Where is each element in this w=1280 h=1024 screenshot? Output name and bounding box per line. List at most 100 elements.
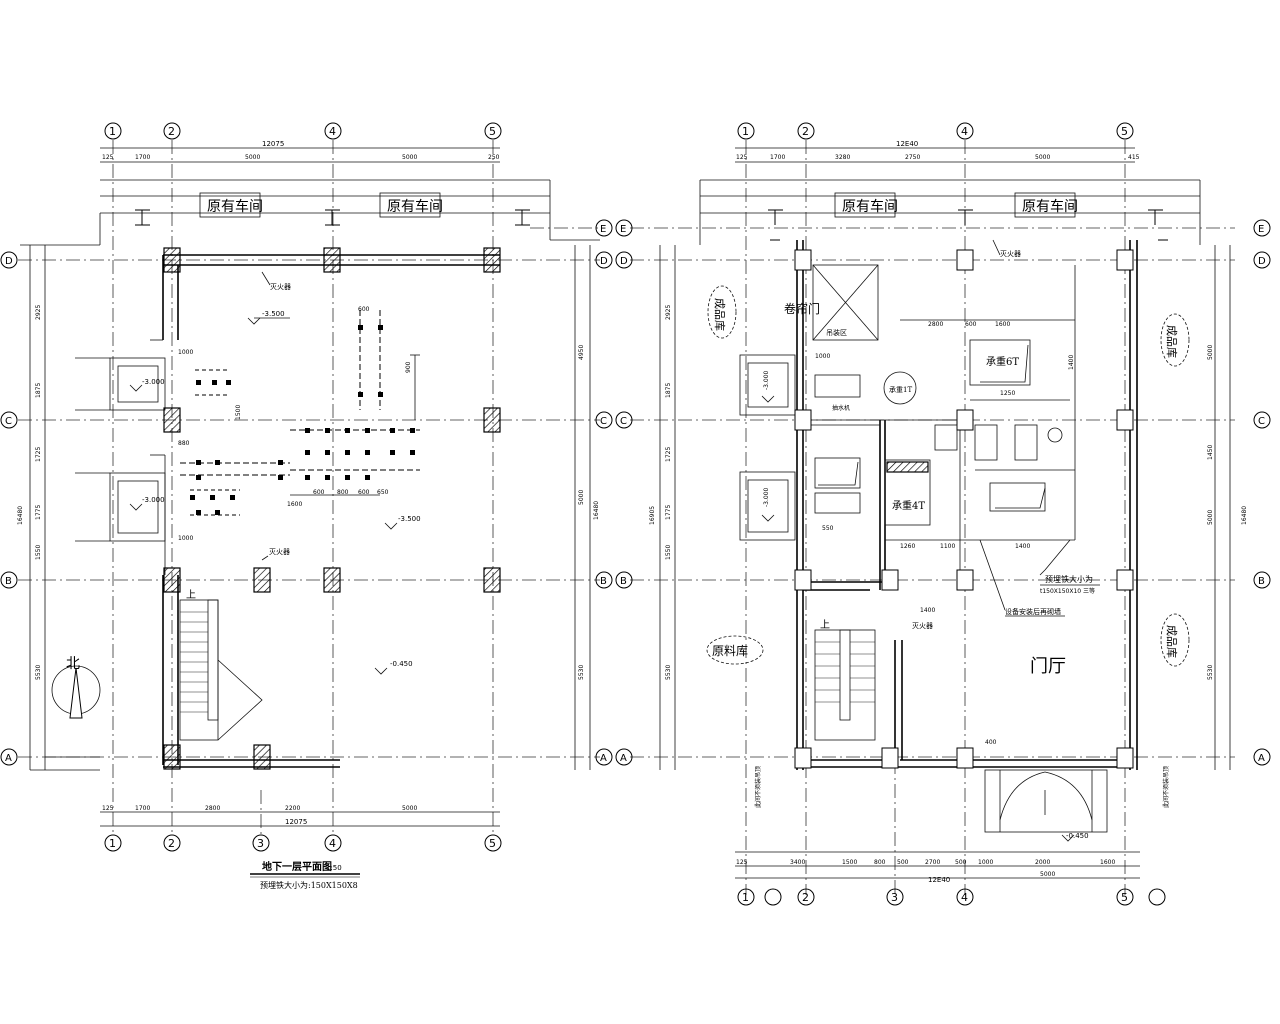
left-axis-E-right: E (600, 224, 606, 235)
right-dim-bot-1: 125 (736, 859, 748, 866)
left-dim-bot-4: 2200 (285, 805, 300, 812)
right-side-dim-3: 1725 (665, 447, 672, 462)
right-side-dim-2: 1875 (665, 383, 672, 398)
right-walls (659, 240, 1231, 770)
right-axis-top-5: 5 (1121, 125, 1128, 138)
left-bottom-dimensions: 125 1700 2800 2200 5000 12075 (100, 805, 500, 827)
right-inner-dim-8: 1400 (1015, 543, 1030, 550)
left-found-dim-1000b: 1000 (178, 535, 193, 542)
left-axis-A-left: A (5, 753, 12, 764)
left-grid-bubbles-bottom: 1 2 3 4 5 (104, 834, 502, 852)
right-fire-extinguisher-2: 灭火器 (912, 622, 933, 630)
left-axis-bot-3: 3 (257, 837, 264, 850)
right-axis-bot-1: 1 (742, 891, 749, 904)
right-inner-dim-1: 2800 (928, 321, 943, 328)
left-title: 地下一层平面图 (262, 860, 332, 873)
right-pit-levels: -3.000 -3.000 (761, 370, 775, 522)
right-overall-dim-bottom: 12E40 (928, 876, 950, 884)
left-level-2: -3.000 (142, 378, 165, 386)
left-dim-top-2: 1700 (135, 154, 150, 161)
left-stair: 上 (179, 589, 263, 741)
right-level: -0.450 (1066, 832, 1089, 840)
right-notes: 灭火器 灭火器 预埋铁大小为 t150X150X10 三等 设备安装后再砌墙 此… (754, 239, 1170, 808)
left-dim-top-4: 5000 (402, 154, 417, 161)
product-store-bottom-label: 成品库 (1165, 625, 1178, 658)
right-inner-dim-12: 1400 (1068, 355, 1075, 370)
left-level-4: -3.500 (398, 515, 421, 523)
left-equipment-foundations: 1600 600 800 600 650 1000 880 1000 600 9… (178, 306, 420, 542)
left-side-dims: 4950 5000 5530 16480 2925 1875 1725 1775… (17, 305, 600, 680)
right-grid-bubbles-top: 1 2 4 5 (737, 122, 1134, 140)
right-axis-A-left: A (620, 753, 627, 764)
right-axis-bot-blank-1 (764, 888, 782, 906)
right-inner-dim-7: 1100 (940, 543, 955, 550)
right-overall-dim-top: 12E40 (896, 140, 918, 148)
right-axis-C-right: C (1258, 416, 1265, 427)
right-side-dim-6: 5530 (665, 665, 672, 680)
right-inner-dim-2: 600 (965, 321, 977, 328)
left-dim-bot-3: 2800 (205, 805, 220, 812)
left-found-dim-1000a: 1000 (178, 349, 193, 356)
right-inner-dim-3: 1600 (995, 321, 1010, 328)
product-store-right-label: 成品库 (1165, 325, 1178, 358)
left-grid-bubbles-sides: D C B A E D C B A (0, 219, 613, 766)
right-axis-bot-blank-2 (1148, 888, 1166, 906)
left-found-dim-1600: 1600 (287, 501, 302, 508)
product-store-top-label: 成品库 (713, 298, 726, 331)
left-top-dimensions (20, 147, 600, 246)
equip-1t-label: 承重1T (889, 385, 912, 394)
left-axis-bot-4: 4 (329, 837, 336, 850)
right-dim-bot-3: 1500 (842, 859, 857, 866)
left-dim-bot-5: 5000 (402, 805, 417, 812)
right-axis-B-right: B (1258, 576, 1265, 587)
right-axis-E-right: E (1258, 224, 1264, 235)
right-side-dim-4: 1775 (665, 505, 672, 520)
right-side-dim-7: 16905 (649, 506, 656, 525)
left-dim-top-5: 250 (488, 154, 500, 161)
left-found-dim-600c: 600 (358, 306, 370, 313)
right-room-labels: 卷帘门 吊装区 原料库 成品库 成品库 成品库 门厅 (706, 285, 1190, 677)
right-axis-D-left: D (620, 256, 628, 267)
left-found-dim-650: 650 (377, 489, 389, 496)
left-dim-top-1: 125 (102, 154, 114, 161)
left-level-marks: -3.500 -3.000 -3.000 -3.500 -0.450 (129, 310, 421, 675)
right-existing-workshop-label-1: 原有车间 (842, 198, 898, 215)
left-fire-extinguisher-1: 灭火器 (270, 283, 291, 291)
right-bottom-dimensions: 125 3400 1500 800 500 2700 500 1000 2000… (735, 851, 1140, 884)
left-left-dim-2: 1875 (35, 383, 42, 398)
left-axis-C-left: C (5, 416, 12, 427)
right-dim-bot-10: 1600 (1100, 859, 1115, 866)
left-existing-workshop-label-1: 原有车间 (207, 198, 263, 215)
right-inner-dim-10: 400 (985, 739, 997, 746)
raw-store-label: 原料库 (712, 643, 748, 658)
right-dim-top-3: 3280 (835, 154, 850, 161)
left-overall-dim-bottom: 12075 (285, 818, 307, 826)
right-floor-plan: 12E40 125 1700 3280 2750 5000 415 原有车间 原… (615, 122, 1271, 906)
right-grid-lines (630, 140, 1235, 895)
right-axis-E-left: E (620, 224, 626, 235)
embed-note-size: t150X150X10 三等 (1040, 587, 1095, 595)
left-note: 预埋铁大小为:150X150X8 (260, 880, 358, 890)
left-left-dim-3: 1725 (35, 447, 42, 462)
vertical-note-right: 此间不须装吊顶 (1162, 766, 1170, 808)
left-dim-bot-1: 125 (102, 805, 114, 812)
left-found-dim-600a: 600 (313, 489, 325, 496)
left-level-5: -0.450 (390, 660, 413, 668)
embed-note: 预埋铁大小为 (1045, 574, 1093, 584)
right-dim-top-4: 2750 (905, 154, 920, 161)
right-fire-extinguisher-1: 灭火器 (1000, 250, 1021, 258)
right-side-dim-1: 2925 (665, 305, 672, 320)
right-axis-A-right: A (1258, 753, 1265, 764)
left-axis-top-4: 4 (329, 125, 336, 138)
left-floor-plan: 12075 125 1700 5000 5000 250 原有车间 原有车间 (0, 122, 613, 890)
right-dim-top-2: 1700 (770, 154, 785, 161)
right-axis-bot-5: 5 (1121, 891, 1128, 904)
right-axis-top-4: 4 (961, 125, 968, 138)
right-pit-level-2: -3.000 (763, 487, 770, 507)
equip-4t-label: 承重4T (892, 499, 925, 512)
right-axis-bot-4: 4 (961, 891, 968, 904)
right-axis-top-2: 2 (802, 125, 809, 138)
left-side-dim-3: 5530 (578, 665, 585, 680)
right-dim-top-1: 125 (736, 154, 748, 161)
